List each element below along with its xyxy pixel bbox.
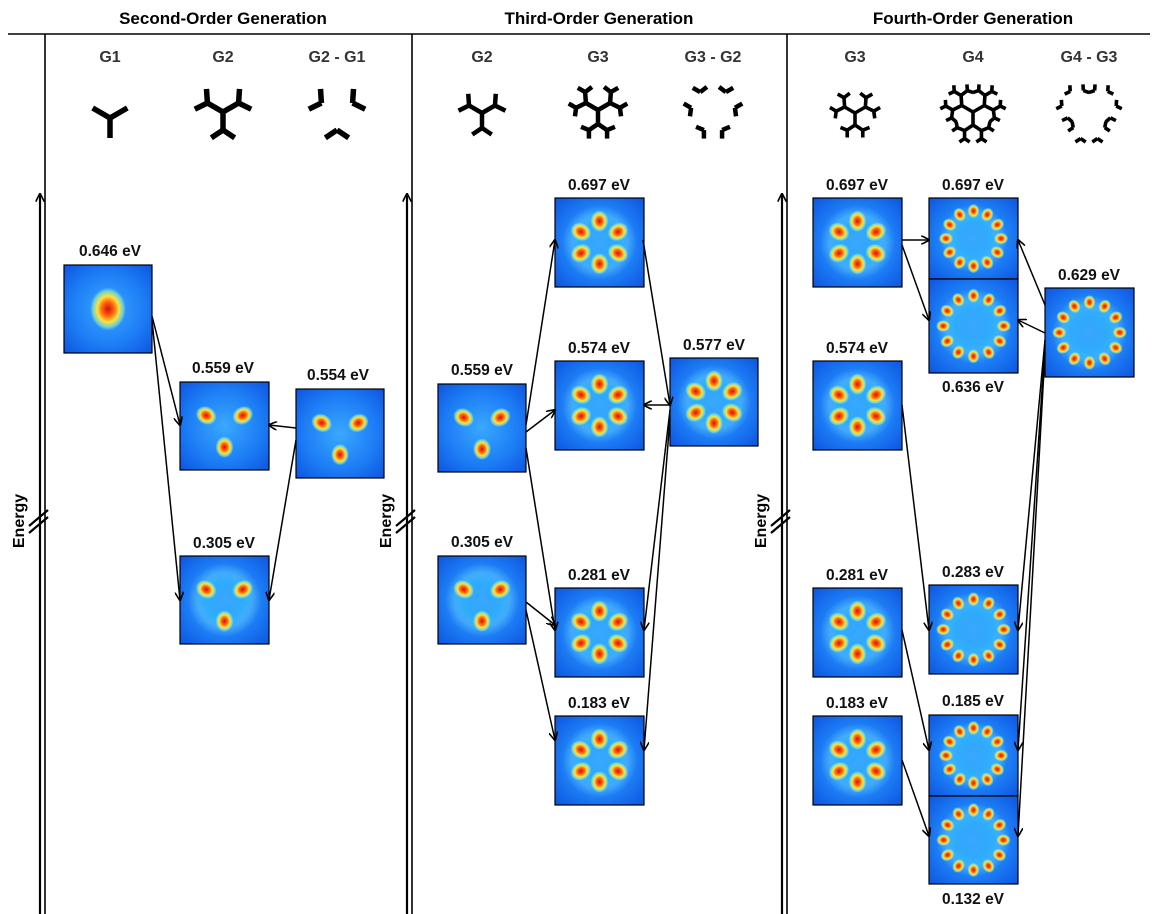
mode-field-map: [812, 360, 903, 451]
coupling-arrow: [901, 629, 929, 750]
coupling-arrow: [269, 425, 297, 428]
mode-label: 0.646 eV: [79, 243, 142, 260]
mode-label: 0.281 eV: [568, 567, 631, 584]
coupling-arrow: [644, 409, 671, 630]
mode-label: 0.554 eV: [307, 367, 370, 384]
mode-field-map: [812, 197, 903, 288]
energy-axis-label-3: Energy: [753, 494, 770, 548]
mode-labels: 0.646 eV 0.559 eV 0.554 eV 0.305 eV 0.69…: [79, 177, 1121, 908]
mode-field-map: [554, 587, 645, 678]
g1-structure-icon: [91, 105, 129, 138]
mode-field-map: [554, 715, 645, 806]
mode-field-map: [928, 278, 1019, 374]
col-header-g3: G3: [844, 49, 865, 66]
panel-title-fourth-order: Fourth-Order Generation: [873, 9, 1073, 28]
coupling-arrow: [644, 417, 671, 750]
coupling-arrow: [1018, 320, 1046, 334]
mode-label: 0.697 eV: [942, 177, 1005, 194]
mode-label: 0.559 eV: [451, 362, 514, 379]
mode-label: 0.305 eV: [451, 534, 514, 551]
structure-icons: [91, 84, 1123, 144]
mode-field-maps: [63, 197, 1135, 885]
g3-minus-g2-structure-icon: [682, 85, 744, 139]
mode-label: 0.697 eV: [568, 177, 631, 194]
mode-field-map: [812, 587, 903, 678]
coupling-arrow: [901, 404, 929, 630]
energy-axes: [28, 194, 791, 914]
mode-field-map: [179, 555, 270, 645]
g4-structure-icon: [939, 84, 1007, 144]
g2-structure-icon: [457, 93, 507, 137]
coupling-arrow: [269, 439, 297, 600]
mode-label: 0.697 eV: [826, 177, 889, 194]
mode-label: 0.574 eV: [826, 340, 889, 357]
mode-label: 0.183 eV: [826, 695, 889, 712]
col-header-g2: G2: [471, 49, 492, 66]
panel-title-third-order: Third-Order Generation: [505, 9, 694, 28]
mode-field-map: [437, 383, 527, 473]
coupling-arrow: [901, 244, 929, 320]
mode-field-map: [669, 357, 759, 447]
mode-field-map: [928, 584, 1019, 675]
coupling-arrow: [525, 447, 555, 630]
col-header-g4-g3: G4 - G3: [1061, 49, 1118, 66]
coupling-arrow: [1018, 240, 1046, 306]
g4-minus-g3-structure-icon: [1055, 84, 1123, 144]
mode-label: 0.559 eV: [192, 360, 255, 377]
mode-label: 0.305 eV: [193, 535, 256, 552]
mode-label: 0.636 eV: [942, 379, 1005, 396]
panel-title-second-order: Second-Order Generation: [119, 9, 327, 28]
mode-field-map: [179, 381, 270, 471]
mode-field-map: [812, 715, 903, 806]
mode-label: 0.574 eV: [568, 340, 631, 357]
energy-axis-label-2: Energy: [378, 494, 395, 548]
coupling-arrow: [1018, 344, 1046, 750]
g3-structure-icon: [567, 85, 629, 139]
coupling-arrow: [525, 410, 555, 433]
mode-field-map: [1044, 287, 1135, 378]
mode-field-map: [554, 197, 645, 288]
coupling-arrows: [151, 239, 1046, 836]
mode-field-map: [554, 360, 645, 451]
g3-structure-icon: [828, 91, 882, 138]
mode-label: 0.185 eV: [942, 693, 1005, 710]
mode-label: 0.281 eV: [826, 567, 889, 584]
col-header-g2: G2: [212, 49, 233, 66]
g2-minus-g1-structure-icon: [307, 88, 367, 141]
col-header-g4: G4: [962, 49, 983, 66]
coupling-arrow: [151, 315, 180, 425]
mode-field-map: [63, 264, 153, 354]
mode-field-map: [437, 555, 527, 645]
coupling-arrow: [1018, 351, 1046, 836]
col-header-g2-g1: G2 - G1: [309, 49, 366, 66]
mode-label: 0.132 eV: [942, 891, 1005, 908]
coupling-arrow: [525, 601, 555, 625]
coupling-arrow: [901, 759, 929, 836]
panel-frame: [8, 33, 1150, 914]
coupling-arrow: [525, 240, 555, 426]
mode-label: 0.283 eV: [942, 564, 1005, 581]
mode-field-map: [928, 197, 1019, 280]
mode-field-map: [928, 795, 1019, 885]
energy-axis-label-1: Energy: [11, 494, 28, 548]
coupling-arrow: [642, 239, 670, 405]
coupling-arrow: [525, 609, 555, 740]
col-header-g1: G1: [99, 49, 120, 66]
mode-field-map: [295, 388, 385, 479]
g2-structure-icon: [193, 88, 253, 141]
mode-label: 0.629 eV: [1058, 267, 1121, 284]
coupling-arrow: [151, 319, 180, 600]
mode-field-map: [928, 714, 1019, 797]
column-headers: G1 G2 G2 - G1 G2 G3 G3 - G2 G3 G4 G4 - G…: [99, 49, 1117, 66]
mode-label: 0.577 eV: [683, 337, 746, 354]
col-header-g3: G3: [587, 49, 608, 66]
mode-label: 0.183 eV: [568, 695, 631, 712]
col-header-g3-g2: G3 - G2: [685, 49, 742, 66]
coupling-arrow: [1018, 339, 1046, 630]
